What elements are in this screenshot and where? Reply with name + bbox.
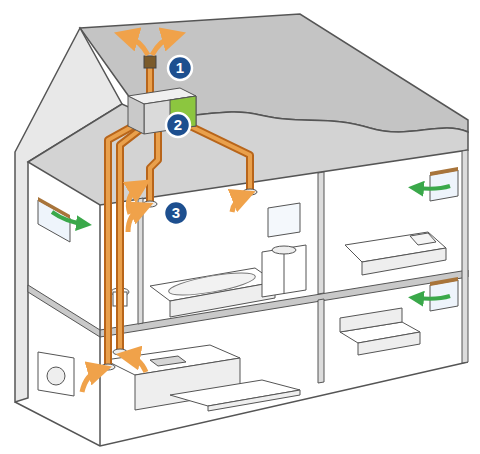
table [208,390,300,411]
ground-line [15,362,468,446]
washing-machine [38,352,74,396]
fresh-air-arrow [416,186,450,189]
duct [120,128,142,350]
pillow [410,233,436,245]
extract-vent [243,189,257,195]
fresh-air-arrow [416,296,450,299]
duct [150,130,158,202]
trickle-vent [430,277,458,286]
ventilation-unit [128,96,144,134]
extract-arrow [82,370,100,392]
extract-arrow [128,356,146,372]
callout-number: 2 [165,112,191,138]
extract-arrow [232,196,244,212]
duct [150,130,158,202]
fresh-air-arrow [52,212,84,224]
callout-number: 3 [163,200,189,226]
duct [190,126,250,190]
trickle-vent [430,167,458,176]
vanity-door [284,249,285,294]
callout-number: 1 [167,55,193,81]
sofa [358,332,420,355]
extract-arrow [128,186,140,214]
callout-circle [168,56,192,80]
bathtub-basin [167,268,256,299]
callout-circle [166,113,190,137]
duct [120,128,142,350]
partition-wall [138,198,143,324]
washing-machine-door [47,367,65,385]
duct [190,126,250,190]
extract-vent [101,364,115,370]
callout-text: 1 [167,55,193,81]
duct [148,66,152,96]
hob [150,356,186,366]
exhaust-arrow [126,36,148,55]
callout-text: 2 [165,112,191,138]
ceiling-plane [28,104,468,205]
exhaust-arrow [152,36,174,55]
duct [146,66,154,96]
extract-vent [143,201,157,207]
wall-corner [99,205,101,446]
callout-text: 3 [163,200,189,226]
callout-circle [164,201,188,225]
right-wall [462,150,468,363]
bed [362,248,446,275]
sink [272,246,296,254]
duct-group [108,66,250,365]
mirror [268,203,300,237]
partition-wall [318,299,324,383]
vanity-unit [262,245,306,297]
roof-outlet [144,56,156,68]
extract-vent [113,349,127,355]
partition-wall [318,172,324,294]
sofa-back [340,308,402,332]
